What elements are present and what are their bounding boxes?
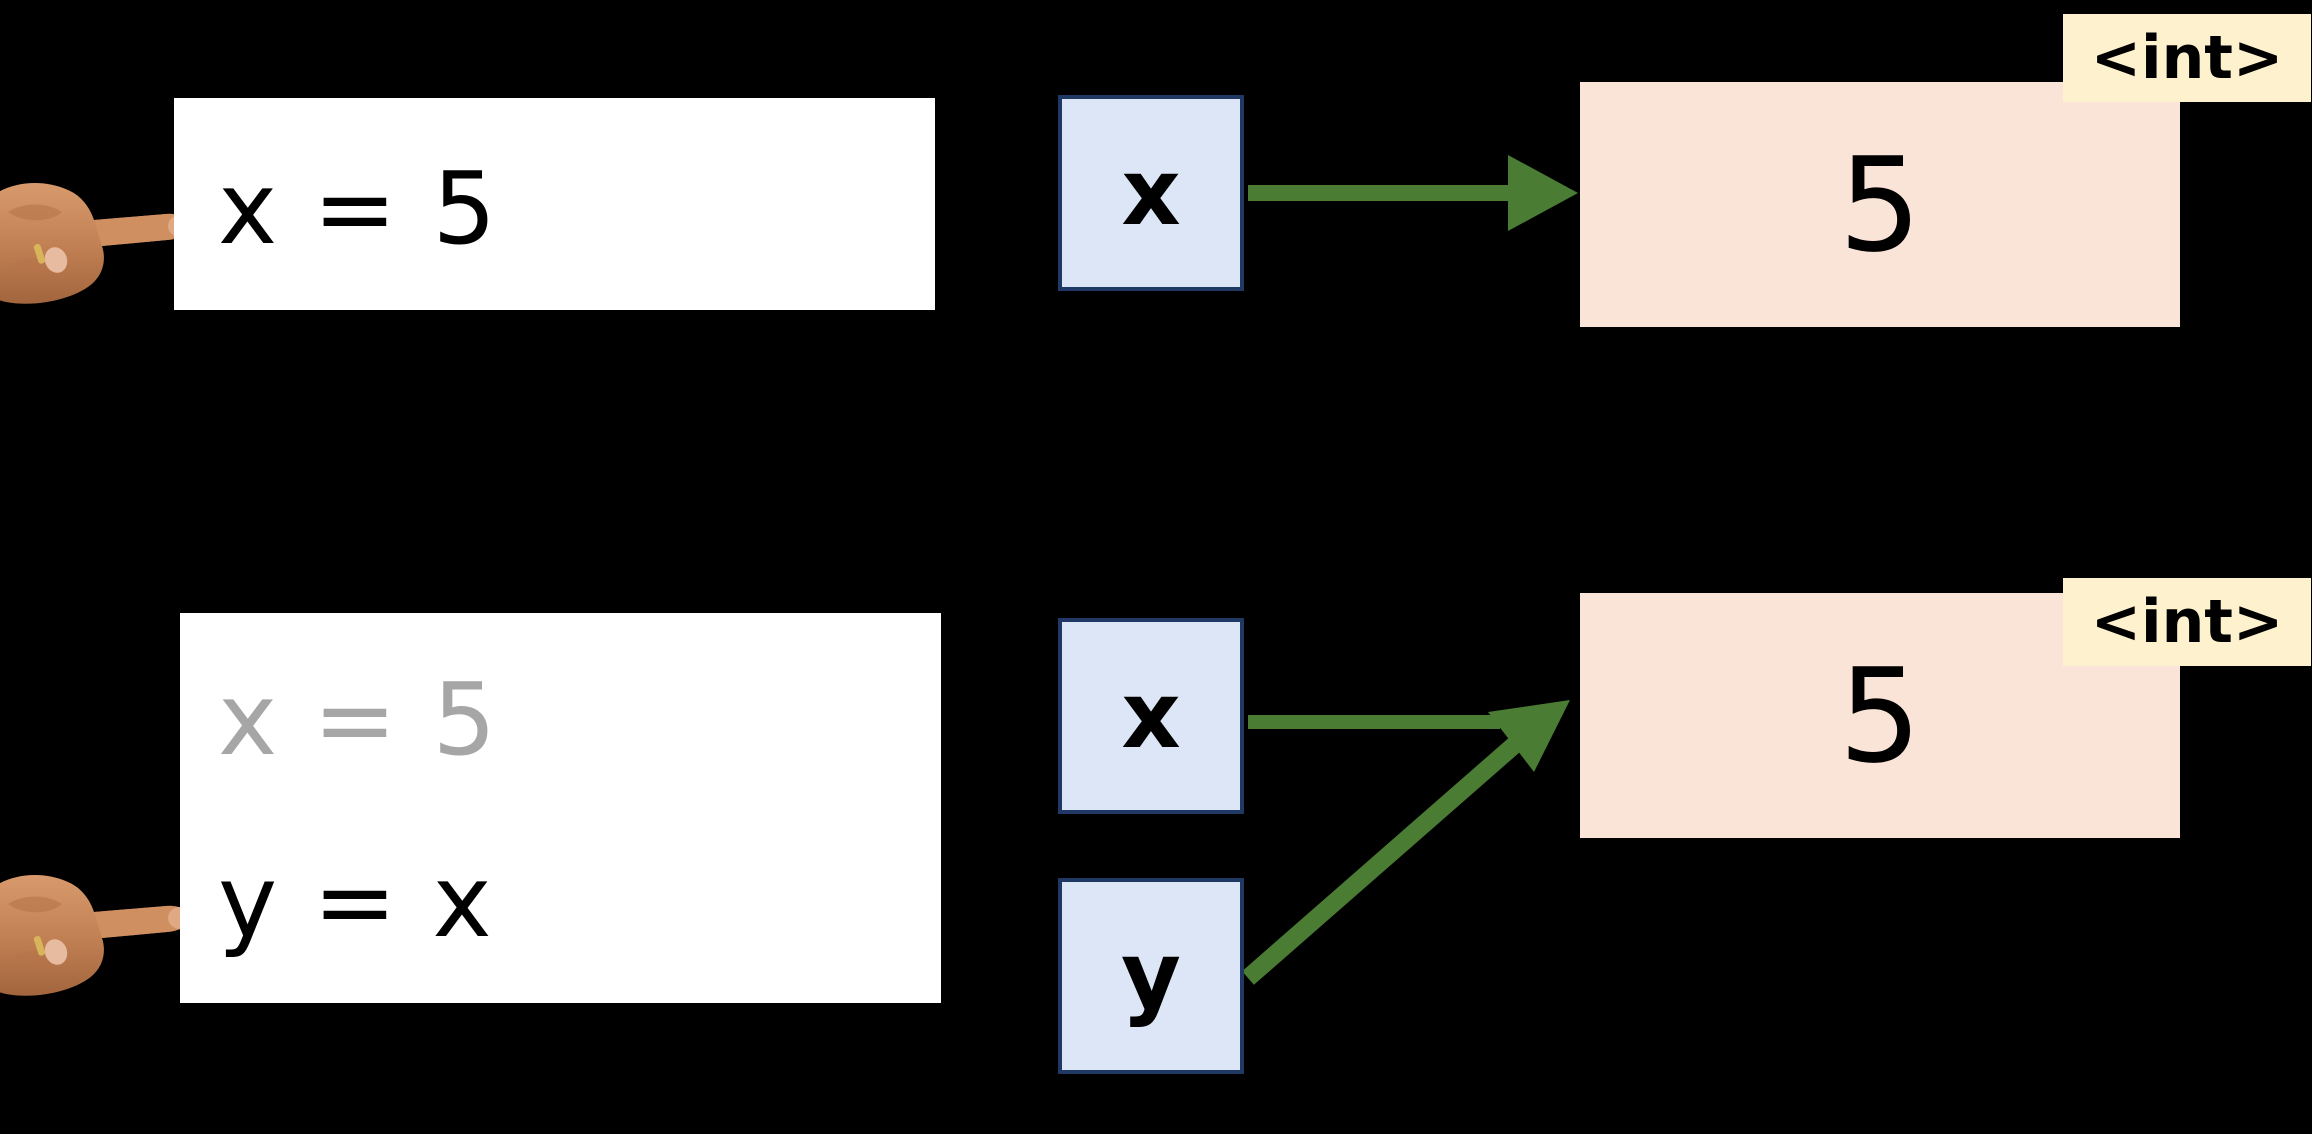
pointing-hand-icon (0, 168, 200, 318)
code-panel-step-1: x = 5 (174, 98, 935, 310)
value-box-5-step-2[interactable]: 5 (1580, 593, 2180, 838)
code-panel-step-2: x = 5 y = x (180, 613, 941, 1003)
arrow-step1-x-to-value (1248, 155, 1578, 231)
arrow-step2-y-to-value (1242, 700, 1570, 985)
type-tag-label: <int> (2090, 587, 2284, 657)
pointing-hand-icon (0, 860, 200, 1010)
type-tag-int-step-1: <int> (2063, 14, 2311, 102)
variable-label: x (1121, 139, 1181, 246)
variable-label: y (1121, 922, 1181, 1029)
variable-box-x-step-1[interactable]: x (1058, 95, 1244, 291)
variable-box-x-step-2[interactable]: x (1058, 618, 1244, 814)
value-label: 5 (1838, 128, 1922, 281)
code-line-step1-0: x = 5 (218, 150, 499, 267)
value-label: 5 (1838, 639, 1922, 792)
code-line-step2-0: x = 5 (218, 661, 499, 778)
code-line-step2-1: y = x (218, 843, 494, 960)
variable-box-y-step-2[interactable]: y (1058, 878, 1244, 1074)
value-box-5-step-1[interactable]: 5 (1580, 82, 2180, 327)
type-tag-label: <int> (2090, 23, 2284, 93)
variable-label: x (1121, 662, 1181, 769)
type-tag-int-step-2: <int> (2063, 578, 2311, 666)
